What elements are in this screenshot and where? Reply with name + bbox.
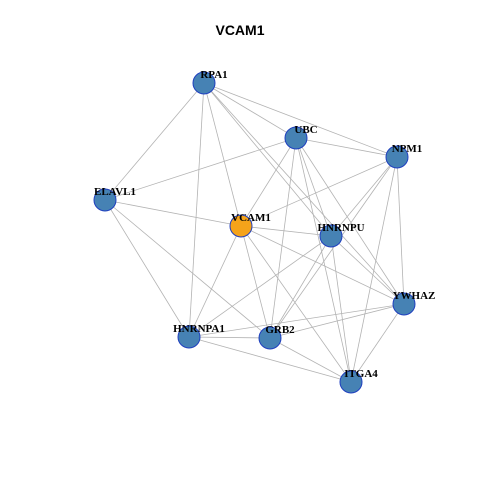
edge-ywhaz-hnrnpa1 [188,303,405,338]
node-ubc[interactable] [284,126,308,150]
edge-rpa1-ywhaz [203,82,405,305]
edge-hnrnpa1-grb2 [188,336,271,339]
edge-vcam1-ywhaz [240,225,405,305]
edge-ywhaz-grb2 [269,303,405,339]
node-rpa1[interactable] [192,71,216,95]
node-label-vcam1: VCAM1 [231,212,271,224]
edge-ubc-npm1 [295,137,398,158]
node-label-elavl1: ELAVL1 [94,186,136,198]
node-label-npm1: NPM1 [392,143,423,155]
graph-title: VCAM1 [215,22,264,38]
edge-ubc-grb2 [269,137,297,339]
edge-vcam1-hnrnpu [240,225,332,237]
edge-rpa1-npm1 [203,82,398,158]
edge-rpa1-hnrnpa1 [188,82,205,338]
edge-elavl1-hnrnpa1 [104,199,190,338]
node-label-hnrnpa1: HNRNPA1 [173,323,225,335]
node-label-itga4: ITGA4 [344,368,378,380]
edge-hnrnpu-itga4 [330,235,352,383]
edge-npm1-grb2 [269,156,398,339]
node-label-ubc: UBC [294,124,317,136]
edge-elavl1-grb2 [104,199,271,339]
edge-ywhaz-itga4 [350,303,405,383]
edge-rpa1-vcam1 [203,82,242,227]
node-elavl1[interactable] [93,188,117,212]
edge-npm1-ywhaz [396,156,405,305]
edge-ubc-elavl1 [104,137,297,201]
edge-hnrnpa1-itga4 [188,336,352,383]
node-hnrnpa1[interactable] [177,325,201,349]
edge-npm1-hnrnpu [330,156,398,237]
node-label-rpa1: RPA1 [200,69,227,81]
edge-rpa1-hnrnpu [203,82,332,237]
edge-hnrnpu-hnrnpa1 [188,235,332,338]
node-ywhaz[interactable] [392,292,416,316]
edge-ubc-ywhaz [295,137,405,305]
edge-npm1-vcam1 [240,156,398,227]
node-vcam1[interactable] [229,214,253,238]
node-npm1[interactable] [385,145,409,169]
edges-layer [104,82,405,383]
node-itga4[interactable] [339,370,363,394]
edge-hnrnpu-ywhaz [330,235,405,305]
edge-rpa1-ubc [203,82,297,139]
edge-ubc-hnrnpu [295,137,332,237]
node-hnrnpu[interactable] [319,224,343,248]
edge-vcam1-grb2 [240,225,271,339]
edge-hnrnpu-grb2 [269,235,332,339]
node-label-hnrnpu: HNRNPU [317,222,364,234]
edge-elavl1-vcam1 [104,199,242,227]
edge-vcam1-itga4 [240,225,352,383]
edge-npm1-itga4 [350,156,398,383]
edge-ubc-vcam1 [240,137,297,227]
node-label-grb2: GRB2 [265,324,295,336]
edge-grb2-itga4 [269,337,352,383]
edge-ubc-itga4 [295,137,352,383]
node-label-ywhaz: YWHAZ [393,290,436,302]
edge-vcam1-hnrnpa1 [188,225,242,338]
edge-rpa1-elavl1 [104,82,205,201]
nodes-layer [93,71,416,394]
node-grb2[interactable] [258,326,282,350]
